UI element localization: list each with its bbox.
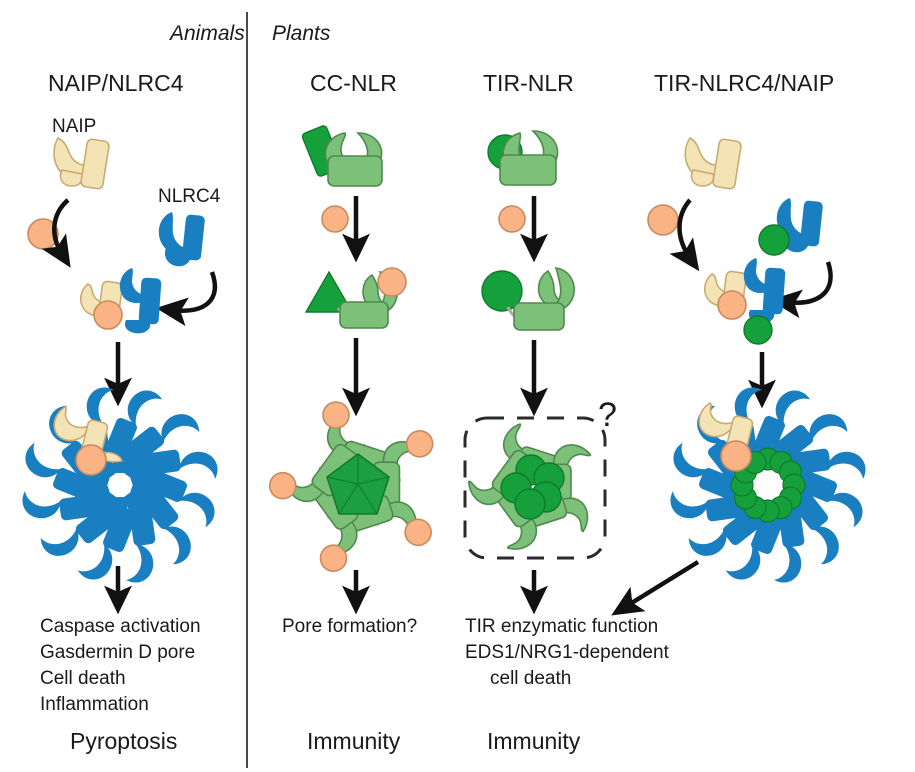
resistosome-funnel-pentagon xyxy=(326,453,390,515)
arrow-naip-to-complex-col4 xyxy=(669,198,700,272)
inflammasome-petals xyxy=(17,382,223,588)
final-label-immunity-cc: Immunity xyxy=(307,728,401,754)
arrow-tir-inflammasome-to-outcome xyxy=(611,560,700,616)
cc-nlr-resistosome xyxy=(268,401,434,572)
nlrc4-inflammasome-wheel xyxy=(17,382,223,588)
nlrc4-monomer xyxy=(158,212,205,267)
column-title-tir-nlrc4-naip: TIR-NLRC4/NAIP xyxy=(654,70,835,96)
naip-monomer xyxy=(53,136,110,190)
arrow-tir-nlrc4-to-complex xyxy=(769,261,833,319)
outcome-line-gasdermin-d-pore: Gasdermin D pore xyxy=(40,642,196,663)
arrow-nlrc4-to-complex xyxy=(155,271,218,327)
cc-nlr-monomer xyxy=(301,125,383,187)
outcome-line-tir-enzymatic-function: TIR enzymatic function xyxy=(465,616,659,637)
tir-inflammasome-green-hub xyxy=(730,447,806,523)
naip-nlrc4-complex xyxy=(79,268,162,334)
arrow-naip-to-complex xyxy=(41,198,71,268)
tir-nlr-activated xyxy=(481,266,575,331)
ligand-circle-col3 xyxy=(498,205,526,233)
cc-nlr-activated xyxy=(304,267,407,329)
tir-resistosome-uncertain-box xyxy=(463,416,607,560)
tir-inflammasome-petals xyxy=(665,382,871,588)
outcome-line-cell-death-tir: cell death xyxy=(490,668,572,689)
column-title-naip-nlrc4: NAIP/NLRC4 xyxy=(48,70,184,96)
tir-naip-nlrc4-complex xyxy=(703,258,786,345)
naip-monomer-col4 xyxy=(684,136,742,190)
inflammasome-naip-subunit xyxy=(53,406,123,476)
uncertainty-question-mark: ? xyxy=(598,396,617,434)
kingdom-label-animals: Animals xyxy=(170,22,245,45)
outcome-line-pore-formation: Pore formation? xyxy=(282,616,418,637)
outcome-line-caspase-activation: Caspase activation xyxy=(40,616,201,637)
column-title-cc-nlr: CC-NLR xyxy=(310,70,397,96)
ligand-circle-col2 xyxy=(321,205,349,233)
final-label-immunity-tir: Immunity xyxy=(487,728,581,754)
tir-nlr-resistosome xyxy=(467,423,592,550)
kingdom-label-plants: Plants xyxy=(272,22,331,45)
tir-nlrc4-monomer xyxy=(758,198,823,256)
tir-domain-cluster xyxy=(500,454,565,520)
outcome-line-inflammation: Inflammation xyxy=(40,694,149,715)
final-label-pyroptosis: Pyroptosis xyxy=(70,728,178,754)
protein-label-naip: NAIP xyxy=(52,116,97,137)
ligand-circle-col4 xyxy=(647,204,679,236)
column-title-tir-nlr: TIR-NLR xyxy=(483,70,574,96)
outcome-line-cell-death: Cell death xyxy=(40,668,126,689)
tir-inflammasome-naip-subunit xyxy=(698,402,754,472)
tir-nlrc4-inflammasome-wheel xyxy=(665,382,871,588)
protein-label-nlrc4: NLRC4 xyxy=(158,186,221,207)
kingdom-divider xyxy=(246,12,248,768)
inflammasome-hub xyxy=(91,456,149,514)
outcome-line-eds1-nrg1-dependent: EDS1/NRG1-dependent xyxy=(465,642,669,663)
tir-nlr-monomer xyxy=(487,130,559,186)
